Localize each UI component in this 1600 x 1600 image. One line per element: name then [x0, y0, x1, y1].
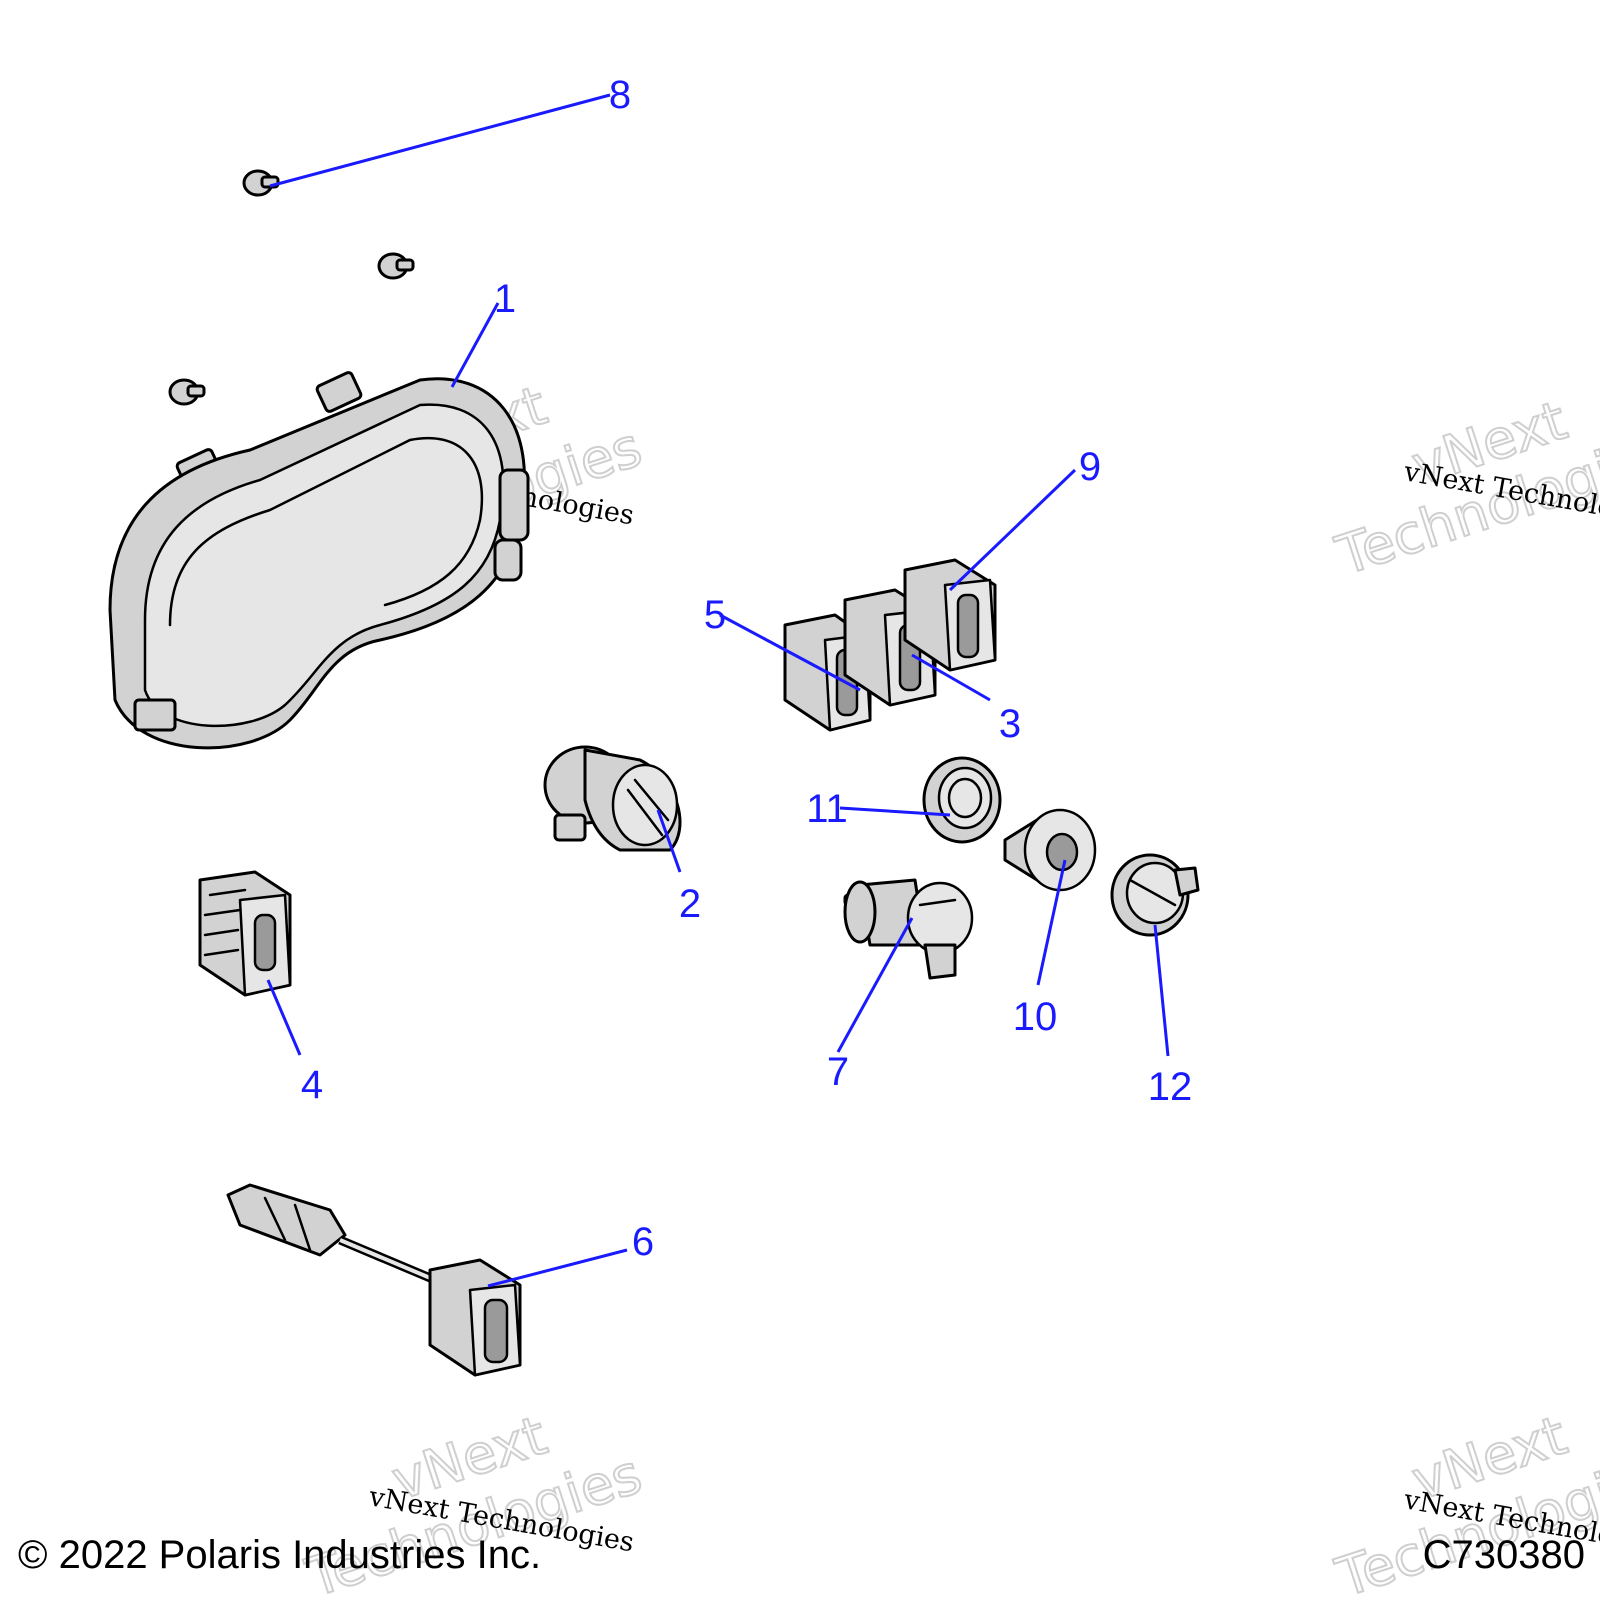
ignition-switch-part-2 [543, 745, 682, 852]
callout-8: 8 [609, 73, 631, 117]
callout-11: 11 [806, 787, 848, 831]
callout-4: 4 [301, 1063, 323, 1107]
screw [377, 252, 415, 280]
screw-part-8 [242, 169, 280, 197]
callout-3: 3 [999, 702, 1021, 746]
rocker-switch-part-9 [903, 558, 997, 672]
leader-line-2 [656, 809, 682, 873]
leader-line-6 [487, 1248, 628, 1288]
callout-9: 9 [1079, 445, 1101, 489]
callouts: 8 1 9 5 3 11 2 10 4 7 12 6 [301, 73, 1192, 1264]
leader-lines [266, 93, 1170, 1288]
switch-harness-part-6 [226, 1183, 522, 1377]
callout-5: 5 [704, 593, 726, 637]
callout-10: 10 [1013, 995, 1058, 1039]
retaining-nut-part-11 [922, 756, 1002, 844]
watermark-top-right: vNext Technologies vNext Technologies [1328, 388, 1600, 589]
callout-1: 1 [494, 277, 516, 321]
accessory-socket-part-7 [843, 878, 974, 980]
leader-line-3 [911, 653, 991, 702]
copyright-text: © 2022 Polaris Industries Inc. [18, 1533, 541, 1577]
callout-7: 7 [827, 1050, 849, 1094]
leader-line-8 [269, 93, 611, 188]
screw [168, 378, 206, 406]
leader-line-9 [948, 468, 1077, 592]
drawing-number: C730380 [1423, 1533, 1585, 1577]
leader-line-5 [719, 613, 861, 692]
callout-2: 2 [679, 882, 701, 926]
callout-12: 12 [1148, 1065, 1193, 1109]
leader-line-7 [836, 917, 914, 1053]
instrument-cluster-part-1 [108, 371, 530, 750]
leader-line-10 [1036, 859, 1067, 986]
callout-6: 6 [632, 1220, 654, 1264]
leader-line-1 [450, 302, 500, 388]
leader-line-12 [1153, 924, 1170, 1057]
leader-line-4 [266, 979, 302, 1056]
leader-line-11 [839, 806, 951, 817]
socket-cap-part-12 [1110, 853, 1200, 937]
rocker-switch-part-4 [198, 870, 292, 997]
power-outlet-part-10 [1003, 808, 1097, 892]
